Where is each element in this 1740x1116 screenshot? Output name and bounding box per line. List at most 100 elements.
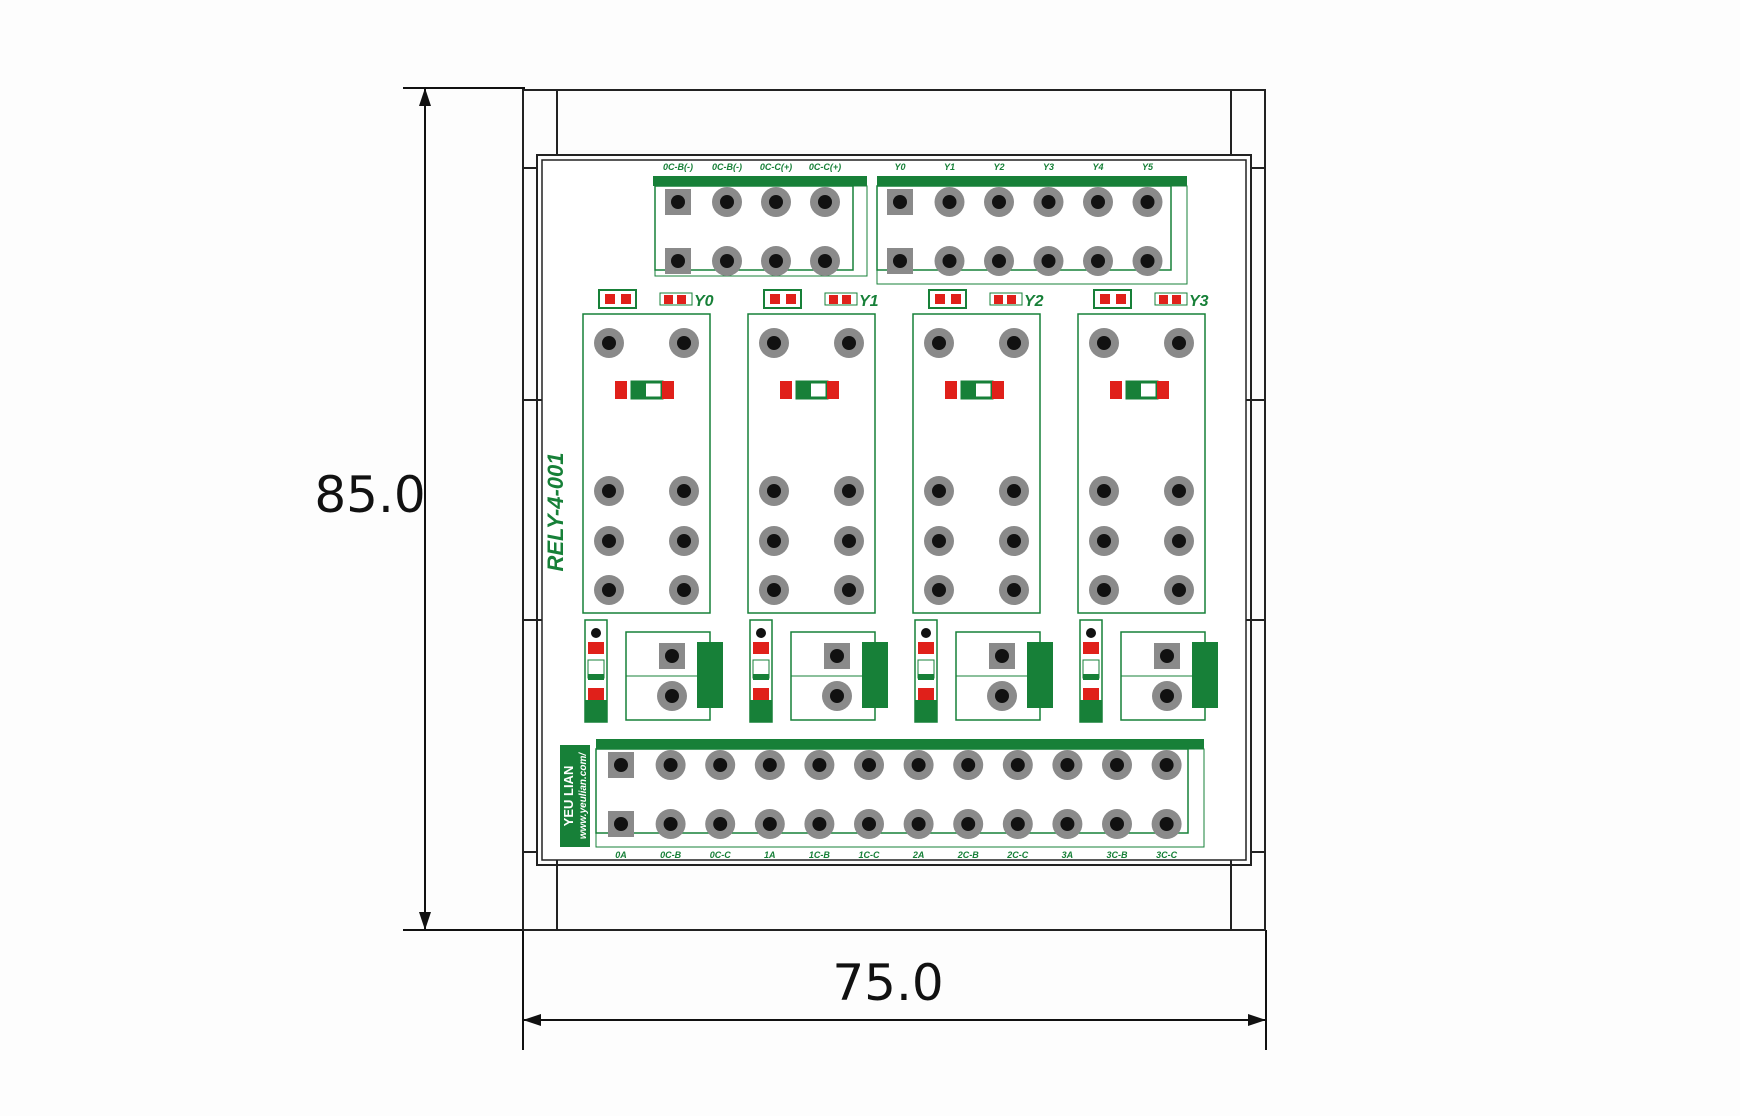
relay-body-outline [747, 313, 876, 614]
resistor-pad [677, 295, 686, 304]
relay-contact-pad [1164, 526, 1194, 556]
relay-contact-pad [924, 476, 954, 506]
status-led [928, 289, 967, 309]
diode-band [797, 382, 811, 398]
pad-hole [932, 534, 946, 548]
pad-hole [961, 817, 976, 831]
terminal-label: 2A [912, 850, 925, 860]
diode-pad [662, 381, 674, 399]
pin1-marker [756, 628, 766, 638]
diode-pad [780, 381, 792, 399]
pad-hole [1172, 484, 1186, 498]
pad-hole [767, 534, 781, 548]
led-pad [951, 294, 961, 304]
pad-hole [1172, 336, 1186, 350]
led-pad [786, 294, 796, 304]
pad-hole [1172, 583, 1186, 597]
resistor-pad [664, 295, 673, 304]
pad-hole [614, 758, 628, 772]
pad-hole [1010, 817, 1025, 831]
pad-hole [1007, 484, 1021, 498]
terminal-label: 3A [1062, 850, 1074, 860]
terminal-latch [1027, 642, 1053, 708]
pad-hole [677, 534, 691, 548]
pad-hole [602, 336, 616, 350]
strip-band [588, 674, 604, 680]
terminal-label: 3C-B [1106, 850, 1128, 860]
terminal-pad [987, 681, 1017, 711]
relay-contact-pad [1089, 476, 1119, 506]
bottom-terminal-block [595, 739, 1205, 848]
terminal-label: 3C-C [1156, 850, 1178, 860]
terminal-pad [1132, 246, 1163, 276]
terminal-pad [903, 750, 934, 780]
pad-hole [663, 758, 678, 772]
relay-contact-pad [669, 526, 699, 556]
relay-channel: Y0 [582, 289, 723, 723]
terminal-label: Y4 [1092, 162, 1103, 172]
terminal-pad [953, 750, 984, 780]
relay-coil-pad [999, 328, 1029, 358]
resistor-pad-pair [659, 292, 693, 306]
board-model-label: RELY-4-001 [543, 452, 568, 571]
relay-contact-pad [594, 575, 624, 605]
terminal-pad [984, 187, 1014, 217]
terminal-pad-square [608, 811, 634, 837]
terminal-label: 2C-C [1006, 850, 1029, 860]
resistor-pad-pair [1154, 292, 1188, 306]
diode-pad [945, 381, 957, 399]
strip-base [585, 700, 607, 722]
pad-hole [842, 484, 856, 498]
resistor-pad [1172, 295, 1181, 304]
diode-pad [827, 381, 839, 399]
relay-contact-pad [669, 476, 699, 506]
terminal-pad [934, 246, 965, 276]
terminal-pad-square [665, 189, 691, 215]
diode-band [632, 382, 646, 398]
pad-hole [1097, 534, 1111, 548]
terminal-label: Y0 [894, 162, 905, 172]
resistor-pad-pair [824, 292, 858, 306]
pad-hole [1140, 195, 1155, 209]
terminal-pad [705, 809, 736, 839]
terminal-label: 0A [615, 850, 627, 860]
terminal-pad-square [659, 643, 685, 669]
terminal-pad [761, 187, 791, 217]
strip-pad [753, 642, 769, 654]
terminal-pad [1052, 809, 1083, 839]
terminal-label: 0C-C(+) [809, 162, 841, 172]
top-left-terminal-pads [665, 187, 840, 276]
diode-band [962, 382, 976, 398]
terminal-pad [1002, 750, 1033, 780]
terminal-pad [1151, 809, 1182, 839]
terminal-pad [854, 809, 884, 839]
terminal-label: Y2 [993, 162, 1004, 172]
pad-hole [1159, 758, 1174, 772]
terminal-label: 0C-C [710, 850, 732, 860]
brand-name: YEU LIAN [561, 766, 576, 827]
led-pad [621, 294, 631, 304]
top-left-terminal-block [653, 176, 868, 277]
housing-frame [522, 89, 1266, 931]
dimension-arrows [419, 88, 1266, 1026]
terminal-pad [655, 750, 686, 780]
pad-hole [893, 195, 907, 209]
terminal-pad [761, 246, 791, 276]
led-pad [1116, 294, 1126, 304]
pad-hole [767, 583, 781, 597]
terminal-pad [822, 681, 852, 711]
terminal-pad-square [989, 643, 1015, 669]
pad-hole [769, 195, 783, 209]
relay-contact-pad [1089, 526, 1119, 556]
relay-coil-pad [669, 328, 699, 358]
pad-hole [762, 758, 777, 772]
pin1-marker [921, 628, 931, 638]
terminal-pad [1052, 750, 1083, 780]
strip-base [915, 700, 937, 722]
pad-hole [932, 336, 946, 350]
two-pin-terminal [955, 631, 1053, 721]
